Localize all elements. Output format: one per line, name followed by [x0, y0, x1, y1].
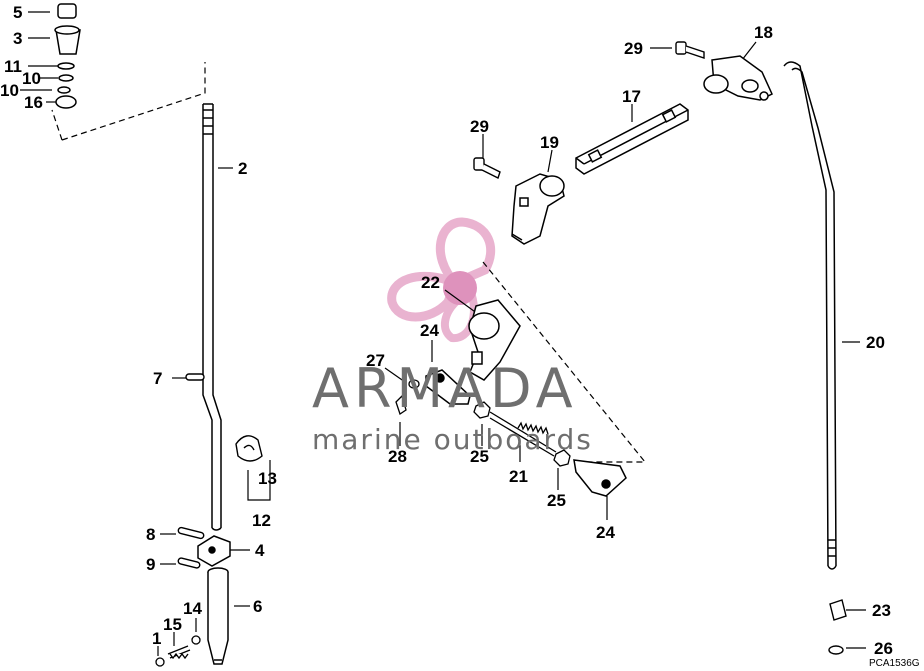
callout-1: 1: [152, 629, 162, 648]
callout-13: 13: [258, 469, 277, 488]
lever-22: [468, 299, 521, 381]
clip-13: [235, 435, 263, 462]
callout-21: 21: [509, 467, 528, 486]
lever-19: [511, 173, 565, 245]
callout-25b: 25: [547, 491, 566, 510]
callout-29a: 29: [624, 39, 643, 58]
callout-26: 26: [874, 639, 893, 658]
callout-25a: 25: [470, 447, 489, 466]
callout-15: 15: [163, 615, 182, 634]
pins-8-9: [177, 526, 205, 569]
callout-22: 22: [421, 273, 440, 292]
callout-10b: 10: [0, 81, 19, 100]
callout-24b: 24: [596, 523, 615, 542]
washer-clip-27-28: [395, 379, 420, 416]
shift-shaft-17: [575, 103, 689, 175]
callout-29b: 29: [470, 117, 489, 136]
callout-7: 7: [153, 369, 163, 388]
figure-code: PCA1536G: [869, 658, 920, 669]
cap-assembly: [54, 3, 81, 109]
callout-20: 20: [866, 333, 885, 352]
screw-29-top: [675, 41, 705, 59]
nut-25-upper: [473, 401, 491, 419]
sleeve-nut-23-26: [828, 599, 847, 655]
bracket-18: [703, 55, 773, 101]
callout-27: 27: [366, 351, 385, 370]
connector-4: [197, 535, 231, 567]
callout-28: 28: [388, 447, 407, 466]
callout-17: 17: [622, 87, 641, 106]
lower-rod-6: [207, 567, 229, 665]
callout-14: 14: [183, 599, 202, 618]
link-24-lower: [573, 459, 627, 497]
callout-24a: 24: [420, 321, 439, 340]
rod-20: [783, 61, 837, 570]
pin-7: [185, 373, 205, 381]
callout-16: 16: [24, 93, 43, 112]
callout-18: 18: [754, 23, 773, 42]
link-24-upper: [425, 369, 471, 405]
callout-2: 2: [238, 159, 248, 178]
callout-8: 8: [146, 525, 156, 544]
watermark-tagline: marine outboards: [312, 423, 593, 456]
callout-9: 9: [146, 555, 156, 574]
watermark-brand: ARMADA: [312, 357, 578, 420]
screw-29-mid: [473, 157, 501, 179]
callout-23: 23: [872, 601, 891, 620]
small-parts-1-14-15: [155, 635, 201, 667]
callout-11: 11: [4, 57, 22, 76]
callout-6: 6: [253, 597, 263, 616]
callout-4: 4: [255, 541, 265, 560]
callout-10a: 10: [22, 69, 41, 88]
shift-rod: [202, 103, 222, 531]
callout-5: 5: [13, 3, 23, 22]
callout-19: 19: [540, 133, 559, 152]
nut-25-lower: [553, 449, 571, 467]
callout-3: 3: [13, 29, 23, 48]
threaded-rod-21: [489, 411, 557, 457]
callout-12: 12: [252, 511, 271, 530]
